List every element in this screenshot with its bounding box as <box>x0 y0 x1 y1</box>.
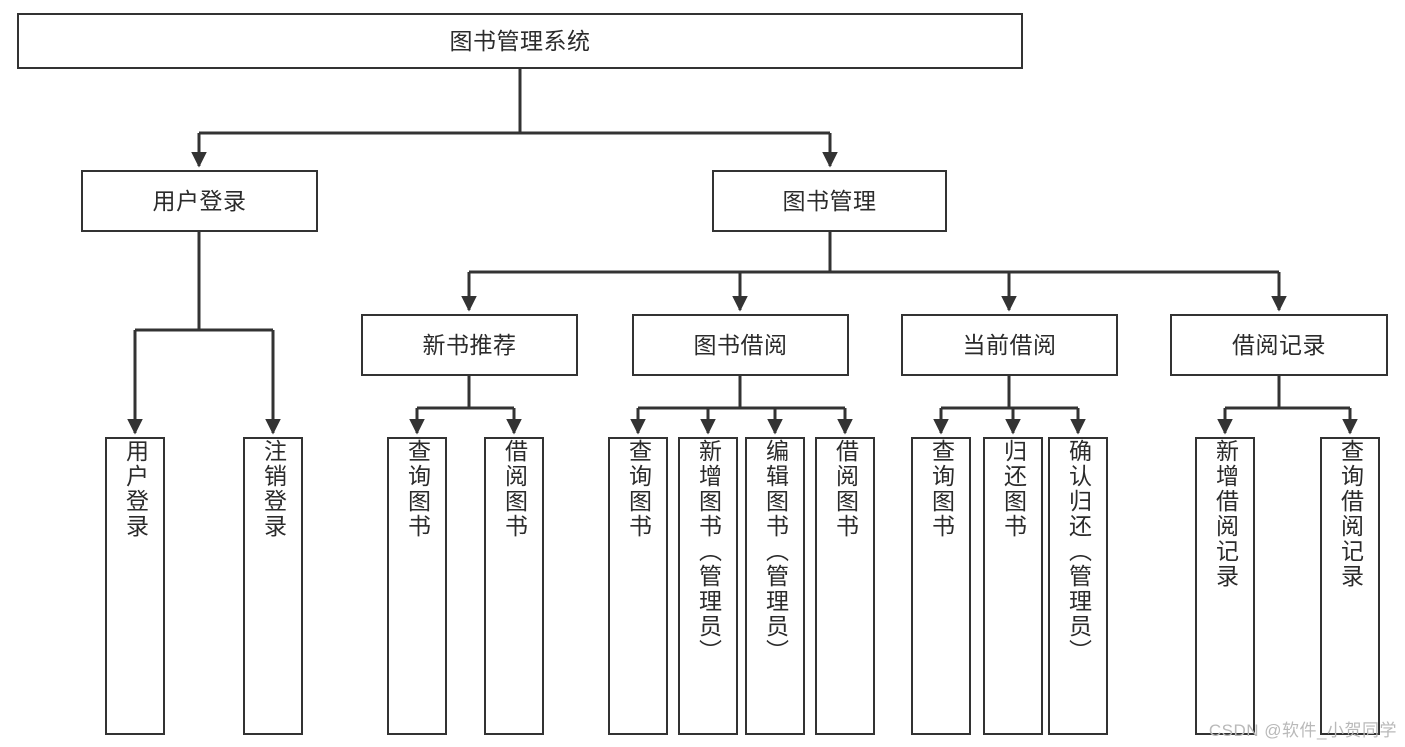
connector-group-book-borrow <box>630 376 853 435</box>
node-leaf-query-book-3-label: 查询图书 <box>928 439 955 539</box>
node-leaf-logout[interactable]: 注销登录 <box>243 437 303 735</box>
node-leaf-borrow-book-2-label: 借阅图书 <box>832 439 859 539</box>
node-book-borrow[interactable]: 图书借阅 <box>632 314 849 376</box>
csdn-watermark: CSDN @软件_小贺同学 <box>1208 721 1397 740</box>
node-leaf-borrow-book-2[interactable]: 借阅图书 <box>815 437 875 735</box>
node-current-borrow[interactable]: 当前借阅 <box>901 314 1118 376</box>
node-book-manage[interactable]: 图书管理 <box>712 170 947 232</box>
node-new-book-recommend-label: 新书推荐 <box>422 331 517 358</box>
connector-group-book-manage <box>461 232 1287 312</box>
node-leaf-logout-label: 注销登录 <box>260 439 287 539</box>
node-leaf-add-record[interactable]: 新增借阅记录 <box>1195 437 1255 735</box>
node-leaf-edit-book[interactable]: 编辑图书（管理员） <box>745 437 805 735</box>
node-leaf-user-login-label: 用户登录 <box>122 439 149 539</box>
node-leaf-borrow-book-1[interactable]: 借阅图书 <box>484 437 544 735</box>
node-book-borrow-label: 图书借阅 <box>693 331 788 358</box>
node-leaf-confirm-return[interactable]: 确认归还（管理员） <box>1048 437 1108 735</box>
node-leaf-return-book[interactable]: 归还图书 <box>983 437 1043 735</box>
connector-group-new-book-recommend <box>409 376 522 435</box>
node-root-label: 图书管理系统 <box>449 27 591 54</box>
node-root[interactable]: 图书管理系统 <box>17 13 1023 69</box>
node-leaf-add-book-label: 新增图书（管理员） <box>695 439 722 664</box>
node-new-book-recommend[interactable]: 新书推荐 <box>361 314 578 376</box>
node-leaf-borrow-book-1-label: 借阅图书 <box>501 439 528 539</box>
node-borrow-record[interactable]: 借阅记录 <box>1170 314 1388 376</box>
node-leaf-edit-book-label: 编辑图书（管理员） <box>762 439 789 664</box>
node-borrow-record-label: 借阅记录 <box>1232 331 1326 358</box>
connector-group-user-login <box>127 232 281 435</box>
node-leaf-query-book-2-label: 查询图书 <box>625 439 652 539</box>
node-leaf-query-record[interactable]: 查询借阅记录 <box>1320 437 1380 735</box>
node-leaf-add-book[interactable]: 新增图书（管理员） <box>678 437 738 735</box>
node-leaf-add-record-label: 新增借阅记录 <box>1212 439 1239 589</box>
node-leaf-confirm-return-label: 确认归还（管理员） <box>1065 439 1092 664</box>
node-leaf-query-book-3[interactable]: 查询图书 <box>911 437 971 735</box>
node-book-manage-label: 图书管理 <box>782 187 877 214</box>
node-leaf-query-book-2[interactable]: 查询图书 <box>608 437 668 735</box>
node-current-borrow-label: 当前借阅 <box>962 331 1057 358</box>
node-leaf-user-login[interactable]: 用户登录 <box>105 437 165 735</box>
node-user-login[interactable]: 用户登录 <box>81 170 318 232</box>
node-leaf-return-book-label: 归还图书 <box>1000 439 1027 539</box>
node-leaf-query-record-label: 查询借阅记录 <box>1337 439 1364 589</box>
node-leaf-query-book-1-label: 查询图书 <box>404 439 431 539</box>
connector-group-borrow-record <box>1217 376 1358 435</box>
node-user-login-label: 用户登录 <box>152 187 247 214</box>
connector-group-root <box>191 69 838 168</box>
connector-group-current-borrow <box>933 376 1086 435</box>
node-leaf-query-book-1[interactable]: 查询图书 <box>387 437 447 735</box>
